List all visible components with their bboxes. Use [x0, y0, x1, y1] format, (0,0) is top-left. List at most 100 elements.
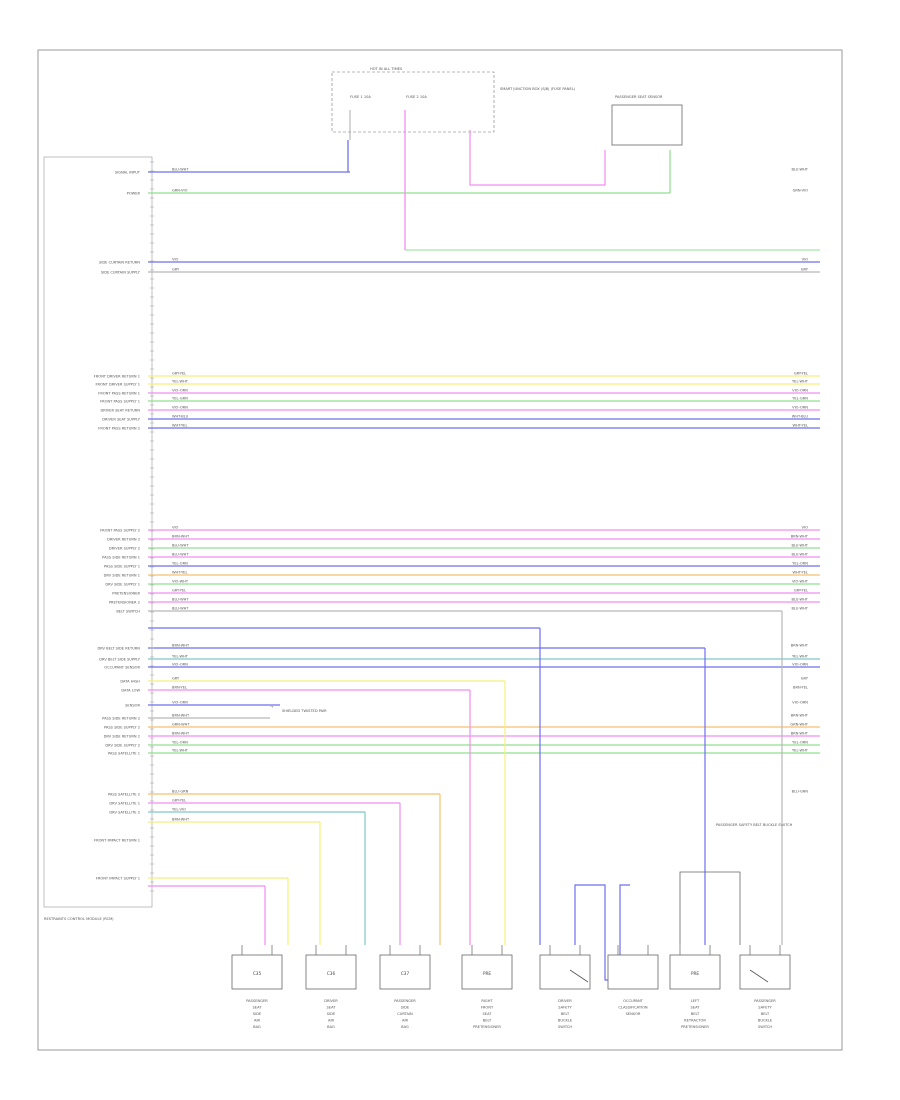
wire-color-left-18: GRY-YEL	[172, 589, 186, 593]
component-6-title-line-4: PRETENSIONER	[681, 1025, 709, 1029]
wire-color-left-7: YEL-GRN	[172, 397, 188, 401]
pin-label-39: FRONT IMPACT SUPPLY 1	[96, 877, 140, 881]
wire-color-left-2: VIO	[172, 258, 179, 262]
pin-label-4: SIDE CURTAIN SUPPLY	[101, 271, 141, 275]
passenger-seat-sensor-label: PASSENGER SEAT SENSOR	[615, 95, 663, 99]
wire-color-left-26: VIO-ORN	[172, 701, 188, 705]
pin-label-11: DRIVER SEAT SUPPLY	[102, 418, 141, 422]
wire-color-right-20: BLU-WHT	[791, 607, 808, 611]
wire-color-right-24: GRY	[801, 677, 809, 681]
wire-color-right-10: WHT-YEL	[793, 424, 808, 428]
pin-label-31: DRV SIDE RETURN 2	[104, 735, 140, 739]
component-2-code: C37	[401, 971, 410, 976]
wire-color-left-10: WHT-YEL	[172, 424, 187, 428]
pin-label-21: PRETENSIONER 2	[109, 601, 140, 605]
component-4-title-line-1: SAFETY	[558, 1006, 572, 1010]
wire-color-right-11: VIO	[802, 526, 809, 530]
component-1-title-line-1: SEAT	[327, 1006, 337, 1010]
component-2-title-line-4: BAG	[401, 1025, 409, 1029]
wire-color-right-29: BRN-WHT	[791, 732, 809, 736]
wire-color-left-13: BLU-WHT	[172, 544, 189, 548]
wire-color-left-17: VIO-WHT	[172, 580, 189, 584]
switch-arm-1	[749, 969, 769, 983]
wire-color-right-15: YEL-ORN	[792, 562, 808, 566]
component-3-title-line-3: BELT	[483, 1019, 492, 1023]
wire-color-left-12: BRN-WHT	[172, 535, 190, 539]
wire-color-left-27: BRN-WHT	[172, 714, 190, 718]
pin-label-25: OCCUPANT SENSOR	[104, 666, 140, 670]
component-6-title-line-1: SEAT	[691, 1006, 701, 1010]
wire-color-right-31: YEL-WHT	[792, 749, 809, 753]
wire-color-left-28: GRN-WHT	[172, 723, 190, 727]
wires-layer	[148, 110, 820, 981]
wire-color-left-15: YEL-ORN	[172, 562, 188, 566]
wire-color-left-9: WHT-BLU	[172, 415, 189, 419]
wire-color-left-29: BRN-WHT	[172, 732, 190, 736]
component-3-title-line-2: SEAT	[483, 1012, 493, 1016]
pin-label-35: DRV SATELLITE 1	[109, 802, 140, 806]
fuse-label-2: FUSE 2 10A	[406, 95, 427, 99]
wire-color-left-8: VIO-ORN	[172, 406, 188, 410]
pin-label-30: PASS SIDE SUPPLY 2	[104, 726, 140, 730]
component-0-code: C35	[253, 971, 262, 976]
wire-color-left-24: GRY	[172, 677, 180, 681]
wire-color-right-17: VIO-WHT	[792, 580, 809, 584]
diagram-frame	[37, 49, 843, 1051]
wire-color-left-5: YEL-WHT	[172, 380, 189, 384]
wire-color-right-32: BLU-GRN	[792, 790, 809, 794]
component-4-title-line-3: BUCKLE	[558, 1019, 573, 1023]
component-1-code: C36	[327, 971, 336, 976]
component-7-title-line-1: SAFETY	[758, 1006, 772, 1010]
wire-color-right-2: VIO	[802, 258, 809, 262]
component-1-title-line-4: BAG	[327, 1025, 335, 1029]
pin-label-3: SIDE CURTAIN RETURN	[99, 261, 140, 265]
wire-color-right-18: GRY-YEL	[794, 589, 808, 593]
wire-color-right-30: YEL-ORN	[792, 741, 808, 745]
sensor-feed	[469, 130, 606, 186]
legend-note: SHIELDED TWISTED PAIR	[282, 709, 327, 713]
component-4-title-line-2: BELT	[561, 1012, 570, 1016]
component-0-title-line-1: SEAT	[253, 1006, 263, 1010]
component-6-code: PRE	[691, 971, 699, 976]
wire-color-right-16: WHT-YEL	[793, 571, 808, 575]
harness-note: RESTRAINTS CONTROL MODULE (RCM)	[44, 917, 114, 921]
component-2-title-line-0: PASSENGER	[394, 999, 416, 1003]
component-4-title-line-4: SWITCH	[558, 1025, 572, 1029]
wire-color-left-3: GRY	[172, 268, 180, 272]
component-3-title-line-0: RIGHT	[481, 999, 493, 1003]
component-6-title-line-2: BELT	[691, 1012, 700, 1016]
wire-color-left-22: YEL-WHT	[172, 655, 189, 659]
wire-color-left-1: GRN-VIO	[172, 189, 188, 193]
component-5-title-line-0: OCCUPANT	[623, 999, 644, 1003]
pin-label-28: SENSOR	[125, 704, 140, 708]
wire-color-right-26: VIO-ORN	[792, 701, 808, 705]
component-5-box	[607, 954, 659, 990]
pin-label-15: DRIVER SUPPLY 2	[109, 547, 140, 551]
component-7-title-line-4: SWITCH	[758, 1025, 772, 1029]
wire-color-left-34: YEL-VIO	[172, 808, 186, 812]
pin-label-8: FRONT PASS RETURN 1	[98, 392, 140, 396]
pin-label-26: DATA HIGH	[120, 680, 140, 684]
wire-color-right-6: VIO-ORN	[792, 389, 808, 393]
buckle-loop	[574, 884, 630, 981]
wire-color-left-19: BLU-WHT	[172, 598, 189, 602]
wire-color-right-13: BLU-WHT	[791, 544, 808, 548]
wire-color-right-12: BRN-WHT	[791, 535, 809, 539]
pin-label-9: FRONT PASS SUPPLY 1	[100, 400, 140, 404]
component-2-title-line-3: AIR	[402, 1019, 409, 1023]
components-layer: C35PASSENGERSEATSIDEAIRBAGC36DRIVERSEATS…	[231, 945, 791, 1029]
pin-label-12: FRONT PASS RETURN 2	[98, 427, 140, 431]
component-3-title-line-4: PRETENSIONER	[473, 1025, 501, 1029]
pin-label-16: PASS SIDE RETURN 1	[102, 556, 140, 560]
rcm-connector-body	[43, 156, 153, 908]
pin-label-33: PASS SATELLITE 1	[108, 752, 140, 756]
wire-color-right-23: VIO-ORN	[792, 663, 808, 667]
pin-label-32: DRV SIDE SUPPLY 2	[105, 744, 140, 748]
component-3-code: PRE	[483, 971, 491, 976]
wire-color-left-35: BRN-WHT	[172, 818, 190, 822]
pin-label-22: BELT SWITCH	[116, 610, 140, 614]
pin-label-19: DRV SIDE SUPPLY 1	[105, 583, 140, 587]
legend-arrow: →	[270, 705, 273, 709]
